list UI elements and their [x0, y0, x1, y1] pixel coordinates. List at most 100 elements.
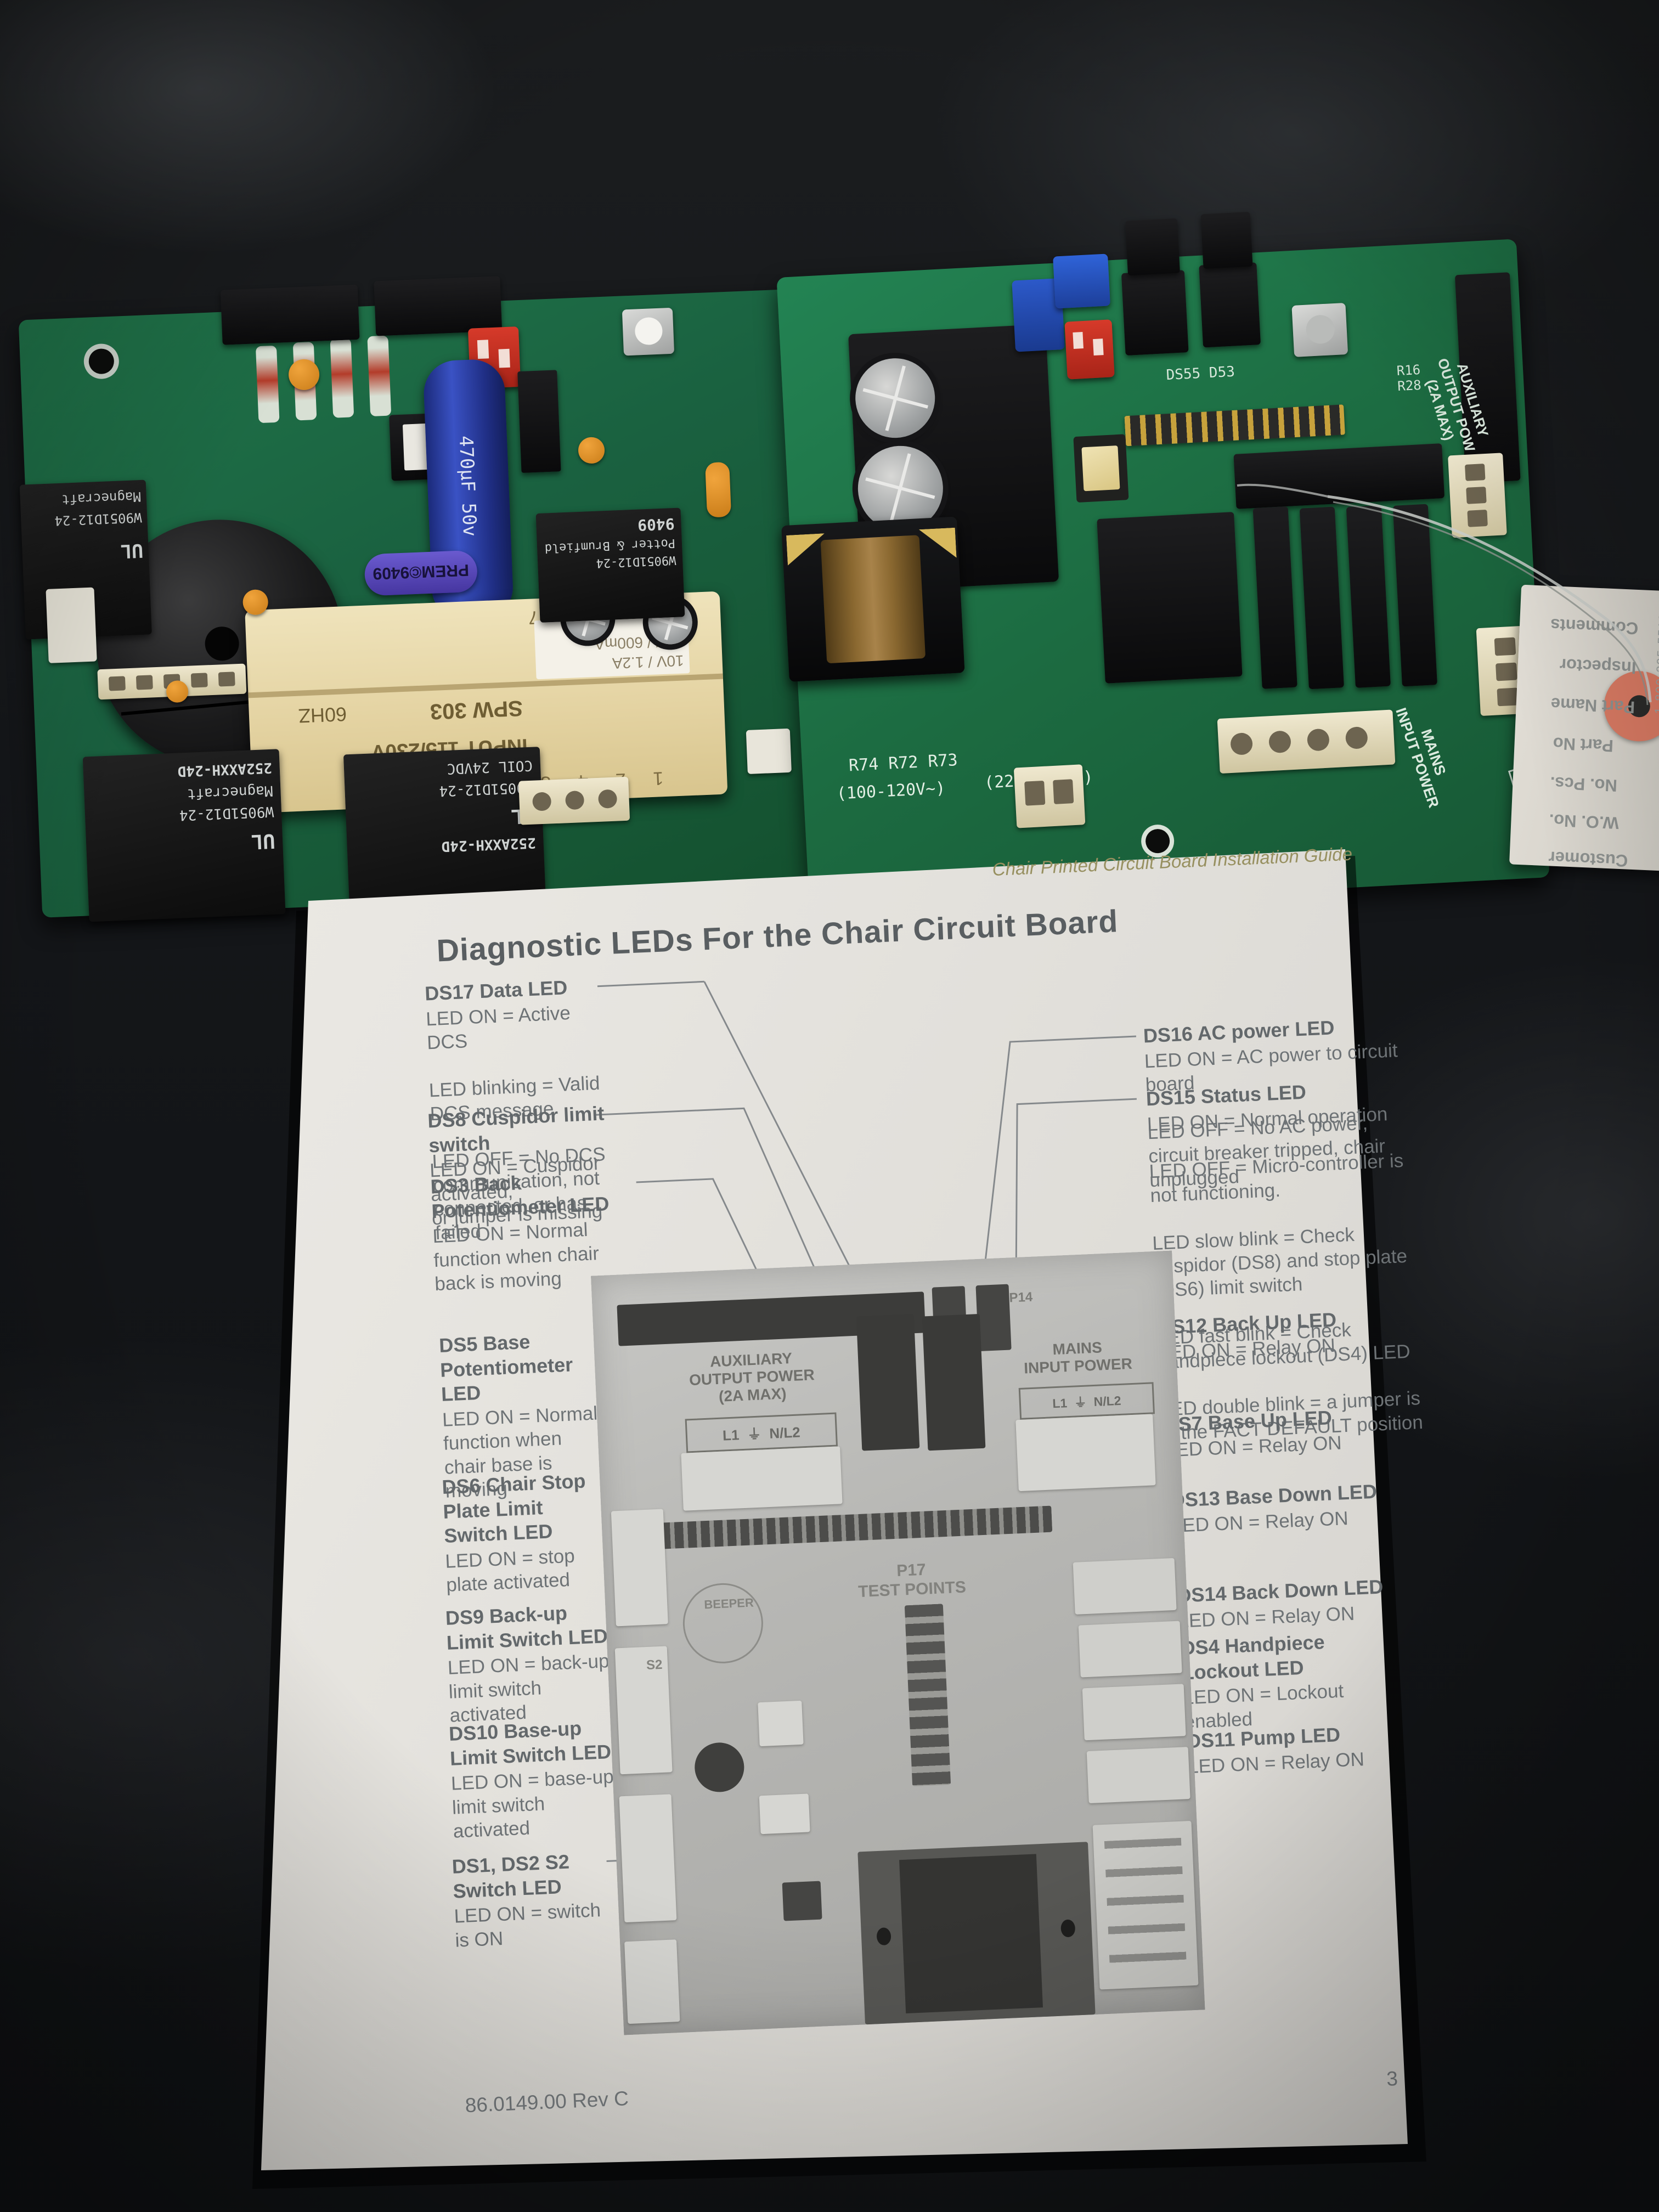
led-label-ds1-ds2: DS1, DS2 S2 Switch LED LED ON = switch i…: [452, 1848, 614, 1953]
led-label-ds7: DS7 Base Up LED LED ON = Relay ON: [1164, 1402, 1407, 1462]
tag-field-no-pcs: No. Pcs.: [1549, 773, 1618, 795]
dip-ic: [517, 370, 561, 473]
right-circuit-board: DS55 D53 R16 R28 R74 R72 R73 (100-120V~)…: [776, 211, 1550, 916]
photo-connector: [975, 1284, 1012, 1352]
relay-text: W9051D12-24: [179, 803, 274, 823]
label-body: LED ON = base-up limit switch activated: [450, 1766, 614, 1842]
label-title: DS1, DS2 S2 Switch LED: [451, 1850, 570, 1903]
relay: 252AXXH-24D Magnecraft W9051D12-24 UL: [82, 749, 286, 922]
label-title: DS4 Handpiece Lockout LED: [1180, 1630, 1325, 1684]
relay-text: W9051D12-24: [438, 778, 534, 799]
led-label-ds12: DS12 Back Up LED LED ON = Relay ON: [1157, 1305, 1401, 1365]
wafer-connector: [1217, 709, 1396, 774]
diode: [367, 335, 392, 417]
tag-field-comments: Comments: [1550, 615, 1639, 639]
heatsink-bar: [1299, 506, 1344, 690]
relay-potter-brumfield: 9409 Potter & Brumfield W9051D12-24: [535, 507, 685, 623]
tag-field-wo-no: W.O. No.: [1548, 810, 1620, 833]
heatsink-top: [1233, 443, 1445, 509]
black-connector: [1199, 262, 1261, 348]
relay-text: 9409: [637, 514, 675, 534]
relay-text: Potter & Brumfield: [544, 535, 676, 555]
document-header: Chair Printed Circuit Board Installation…: [991, 843, 1353, 880]
buzzer-hole: [204, 626, 240, 662]
relay-text: W9051D12-24: [54, 509, 142, 529]
photo-edge-connector: [619, 1794, 677, 1923]
page-title: Diagnostic LEDs For the Chair Circuit Bo…: [436, 904, 1119, 969]
photo-transformer-hole: [1060, 1919, 1076, 1938]
photo-beeper-label: BEEPER: [703, 1595, 754, 1612]
inspection-tag: Comments Inspector Part Name Part No No.…: [1509, 584, 1659, 872]
tag-field-part-name: Part Name: [1550, 694, 1635, 717]
tape-corner: [786, 533, 826, 566]
pcb-photocopy-image: P14 AUXILIARY OUTPUT POWER (2A MAX) L1 ⏚…: [591, 1250, 1205, 2035]
footer-page-number: 3: [1386, 2067, 1398, 2090]
photo-capacitor: [693, 1741, 746, 1793]
label-title: DS10 Base-up Limit Switch LED: [448, 1717, 612, 1770]
copper-winding: [820, 535, 926, 664]
label-title: DS3 Back Potentiometer LED: [430, 1171, 610, 1222]
photo-edge-connector: [614, 1646, 673, 1775]
button-cap: [1305, 314, 1336, 345]
photo-edge-connector: [624, 1939, 680, 2024]
photo-relay-outline: [1078, 1621, 1182, 1678]
photo-p14-label: P14: [1008, 1289, 1033, 1306]
dip-toggle: [1073, 332, 1084, 349]
led-label-ds4: DS4 Handpiece Lockout LED LED ON = Locko…: [1181, 1629, 1349, 1734]
pump-relay-pins: [1104, 1837, 1187, 1973]
push-button: [622, 307, 675, 356]
photo-bridge: [758, 1700, 804, 1747]
photo-test-points-label: P17 TEST POINTS: [857, 1560, 967, 1601]
dip-toggle: [498, 348, 510, 368]
diode-strip: [255, 335, 407, 428]
dip-toggle: [1093, 338, 1104, 356]
purple-capacitor: PREM©9409: [364, 550, 478, 596]
relay-text: Magnecraft: [187, 782, 274, 802]
black-connector: [374, 276, 503, 336]
footer-doc-number: 86.0149.00 Rev C: [464, 2087, 629, 2117]
photo-aux-connector: [681, 1446, 843, 1511]
button-cap: [634, 317, 663, 346]
photo-relay: [856, 1314, 920, 1451]
transformer-model: SPW 303: [430, 696, 523, 724]
ul-mark: UL: [120, 539, 144, 562]
label-title: DS9 Back-up Limit Switch LED: [445, 1601, 608, 1654]
ul-mark: UL: [250, 829, 275, 853]
sticker-line: 10V / 1.2A: [612, 652, 685, 672]
diode: [330, 338, 354, 418]
relay-text: COIL 24VDC: [446, 757, 533, 777]
label-body: LED ON = switch is ON: [453, 1899, 601, 1951]
silkscreen-mains-power: MAINS INPUT POWER: [1392, 706, 1449, 810]
ceramic-capacitor: [578, 436, 606, 464]
silkscreen-ds-labels: DS55 D53: [1165, 363, 1235, 384]
photo-part: [759, 1793, 810, 1835]
photo-beeper-outline: [681, 1581, 765, 1666]
photo-relay-outline: [1073, 1558, 1177, 1615]
led-label-ds6: DS6 Chair Stop Plate Limit Switch LED LE…: [442, 1468, 611, 1598]
led-label-ds13: DS13 Base Down LED LED ON = Relay ON: [1170, 1478, 1414, 1538]
trimmer-pot: [1053, 253, 1110, 309]
ceramic-capacitor: [705, 461, 732, 518]
photo-relay-outline: [1086, 1747, 1190, 1804]
led-label-ds15: DS15 Status LED LED ON = Normal operatio…: [1146, 1075, 1430, 1446]
photo-transformer-core: [899, 1854, 1043, 2014]
plcc-chip: [1073, 434, 1129, 503]
label-title: DS8 Cuspidor limit switch: [427, 1102, 605, 1157]
black-connector: [1200, 211, 1253, 269]
relay-text: W9051D12-24: [596, 552, 676, 570]
led-label-ds11: DS11 Pump LED LED ON = Relay ON: [1186, 1719, 1419, 1779]
silkscreen-voltage-a: (100-120V~): [836, 778, 946, 804]
black-connector: [1125, 218, 1181, 276]
tag-field-customer: Customer: [1548, 848, 1629, 871]
photo-header-pins: [634, 1505, 1053, 1550]
photo-s2-label: S2: [646, 1657, 663, 1673]
photo-edge-connector: [611, 1509, 668, 1627]
tactile-button: [1291, 302, 1348, 357]
transformer-seam: [248, 673, 723, 698]
photo-relay-outline: [1082, 1684, 1186, 1741]
left-circuit-board: 470µF 50v PREM©9409 Magnecraft W9051D12-…: [18, 276, 813, 922]
white-connector: [46, 587, 97, 663]
heatsink-bar: [1346, 505, 1391, 688]
photo-mains-terminals: L1 ⏚ N/L2: [1018, 1382, 1155, 1420]
